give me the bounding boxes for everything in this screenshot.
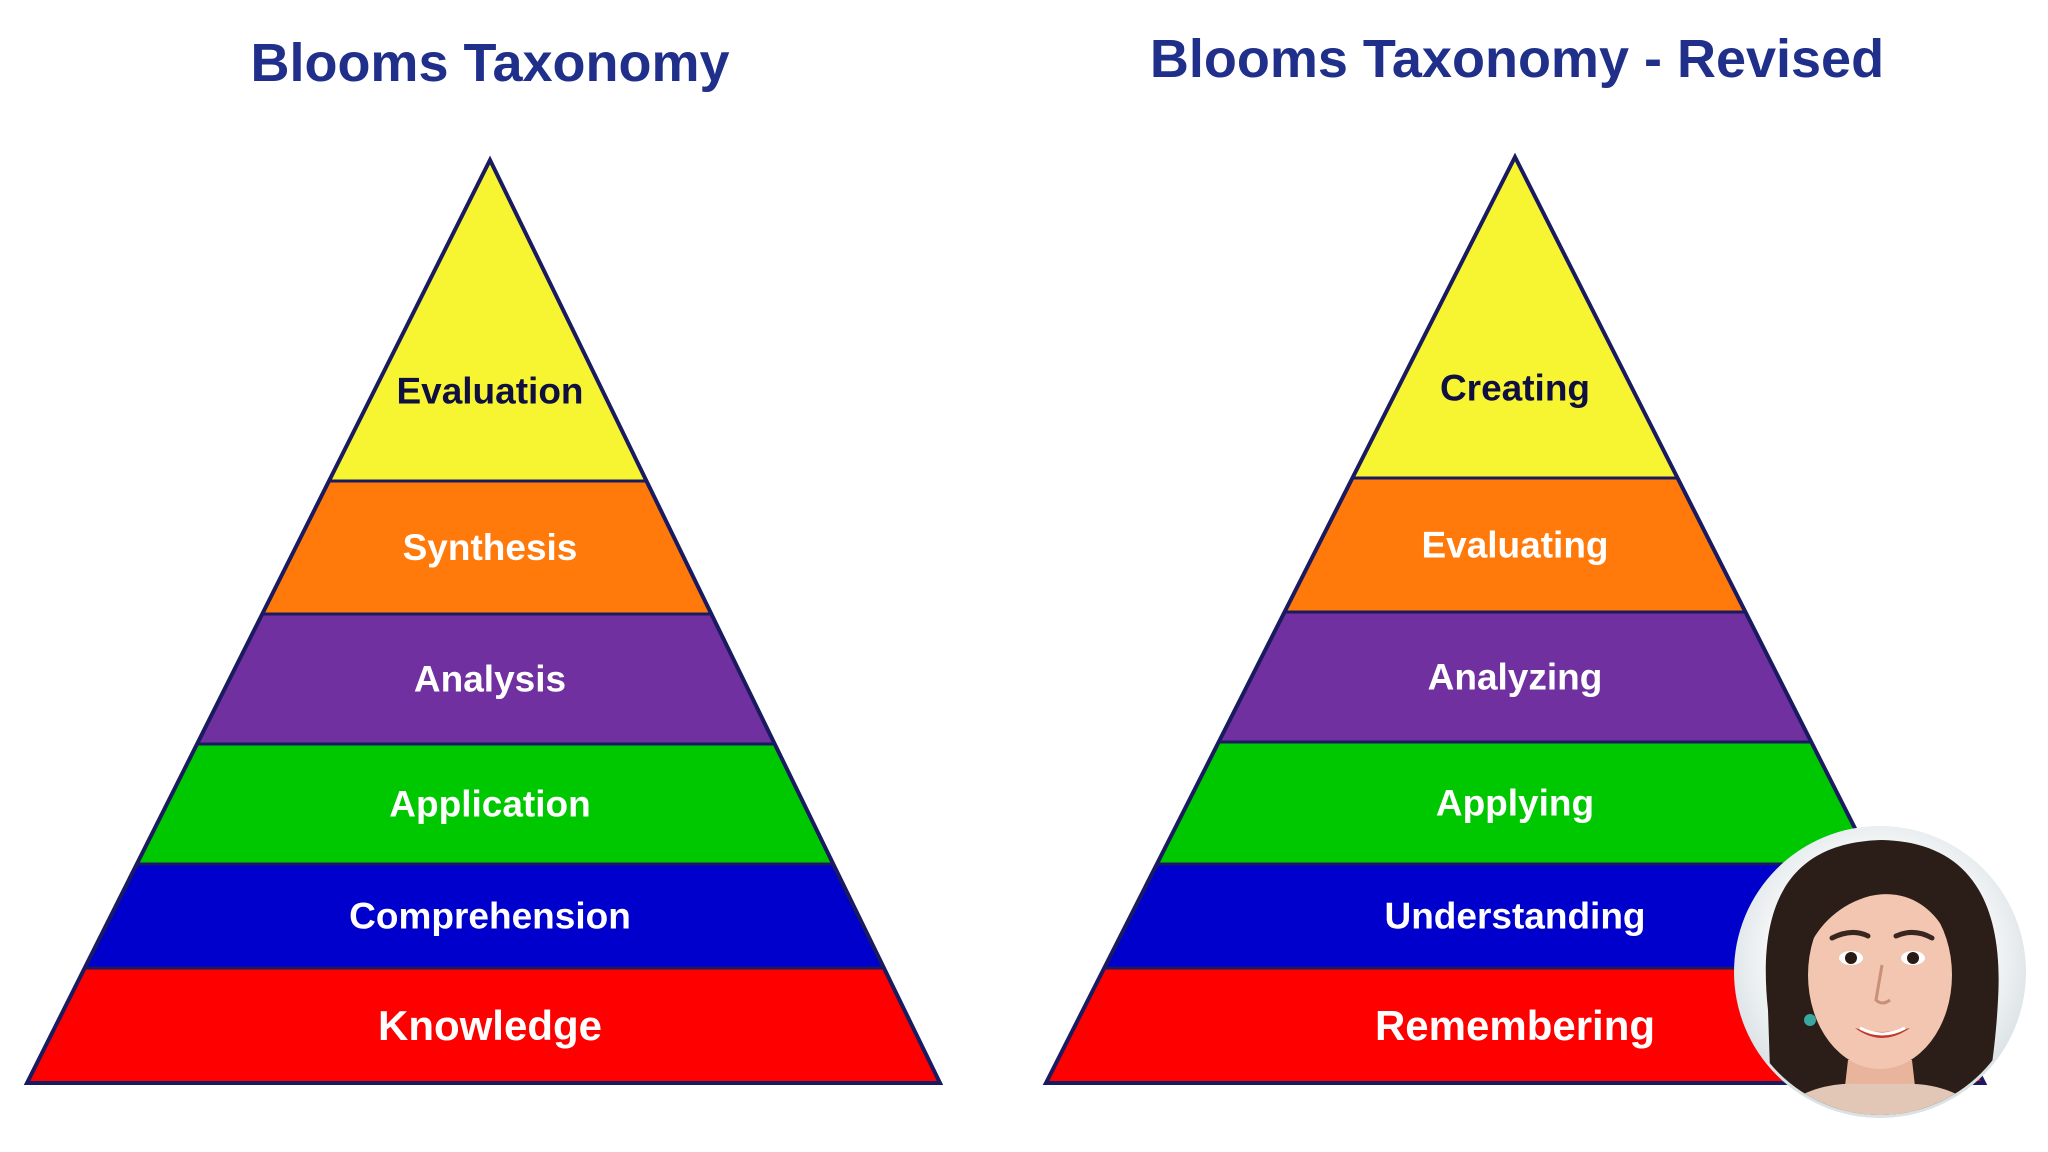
tier-band-6 <box>27 968 940 1083</box>
tier-band-1 <box>1352 157 1678 478</box>
tier-label: Evaluation <box>396 371 583 412</box>
tier-label: Application <box>389 784 590 825</box>
tier-band-3 <box>197 614 775 744</box>
tier-label: Comprehension <box>349 896 631 937</box>
presenter-avatar-icon <box>1734 826 2026 1118</box>
tier-label: Applying <box>1436 783 1594 824</box>
tier-band-3 <box>1218 612 1812 742</box>
tier-band-5 <box>84 864 884 968</box>
tier-label: Remembering <box>1375 1002 1655 1049</box>
tier-band-1 <box>328 160 647 481</box>
tier-label: Knowledge <box>378 1002 602 1049</box>
tier-label: Understanding <box>1384 896 1645 937</box>
tier-band-4 <box>1156 742 1874 864</box>
tier-label: Analysis <box>414 659 566 700</box>
pyramid-original: Blooms Taxonomy EvaluationSynthesisAnaly… <box>23 33 944 1085</box>
tier-label: Synthesis <box>403 527 578 568</box>
tier-band-2 <box>1284 478 1746 612</box>
pyramid-dividers <box>84 479 884 970</box>
pyramid-labels: CreatingEvaluatingAnalyzingApplyingUnder… <box>1375 368 1655 1049</box>
tier-label: Evaluating <box>1421 525 1608 566</box>
pyramid-title: Blooms Taxonomy - Revised <box>1150 29 1884 89</box>
pyramid-title: Blooms Taxonomy <box>250 33 729 93</box>
pyramid-tiers <box>27 160 940 1083</box>
pyramid-revised: Blooms Taxonomy - Revised CreatingEvalua… <box>1042 29 1988 1085</box>
tier-band-4 <box>136 744 834 864</box>
tier-label: Creating <box>1440 368 1590 409</box>
pyramid-labels: EvaluationSynthesisAnalysisApplicationCo… <box>349 371 631 1049</box>
pyramid-outline <box>23 155 944 1085</box>
pyramid-tiers <box>1046 157 1984 1083</box>
pyramid-outline <box>1042 152 1988 1085</box>
tier-band-2 <box>262 481 712 614</box>
tier-label: Analyzing <box>1428 657 1603 698</box>
tier-band-5 <box>1104 864 1926 968</box>
